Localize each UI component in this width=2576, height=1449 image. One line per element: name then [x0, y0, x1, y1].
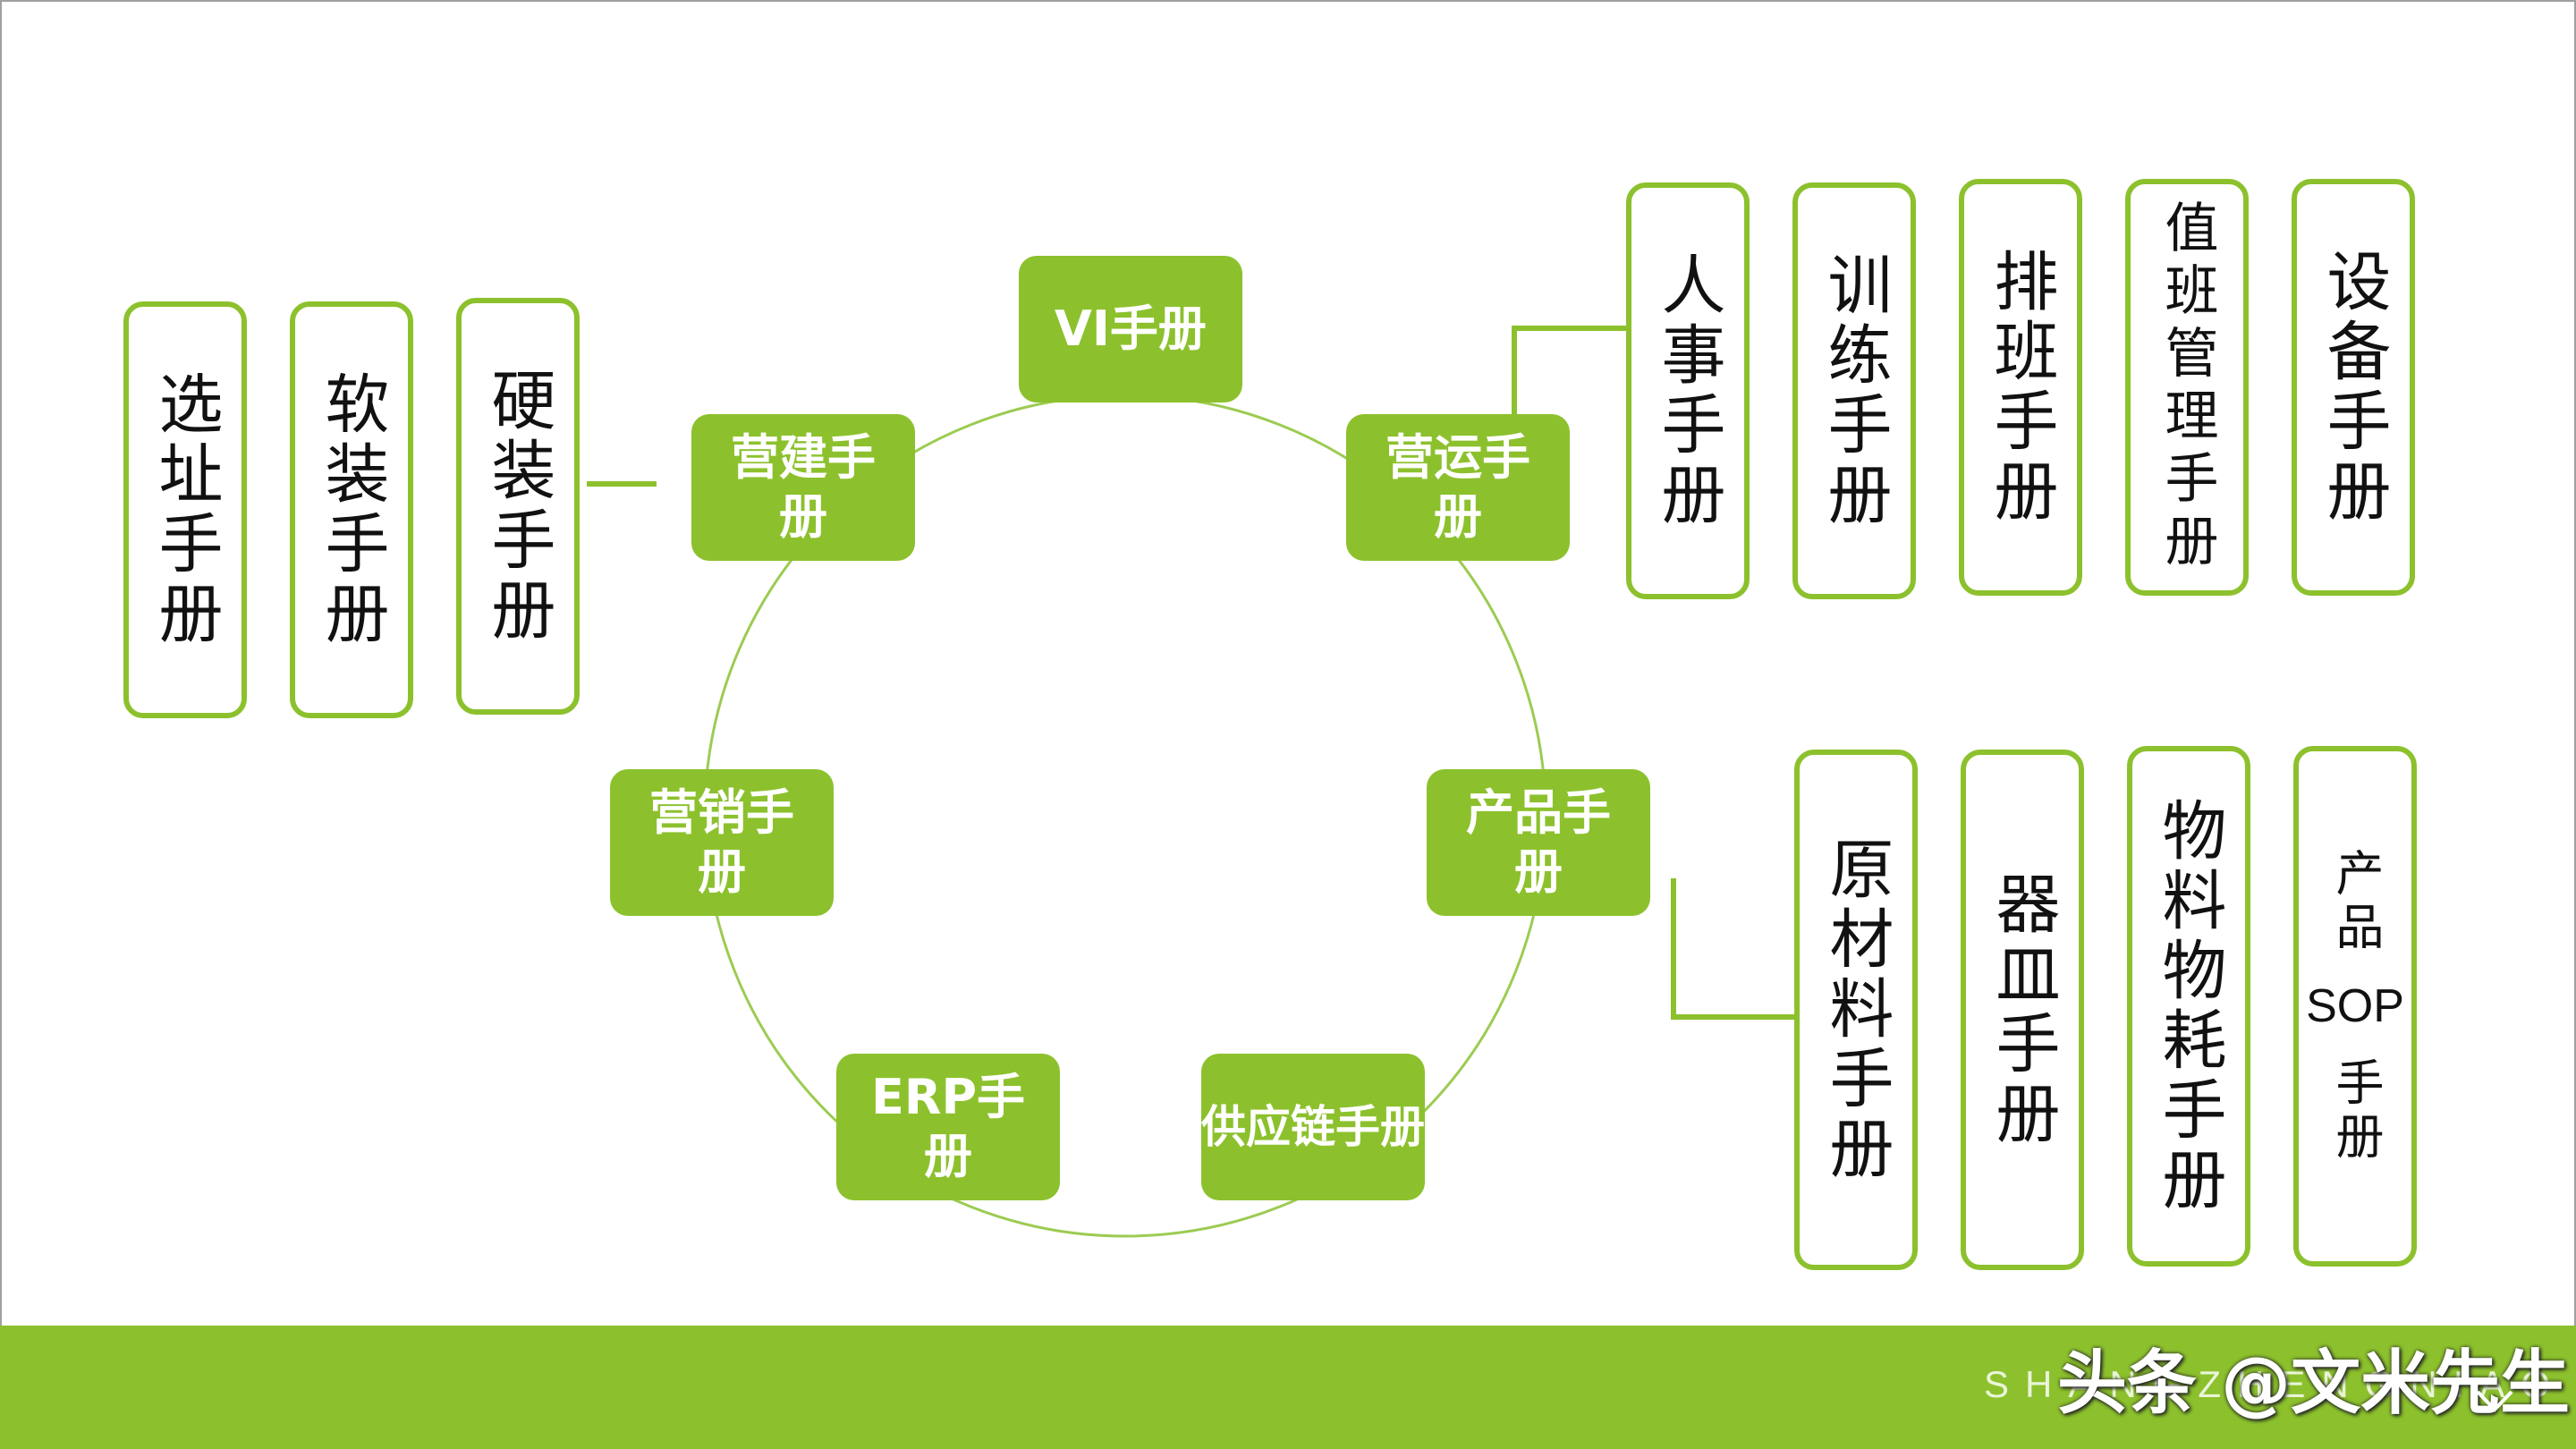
manual-raw-materials: 原材料手册	[1794, 750, 1918, 1270]
manual-supplies-consumption: 物料物耗手册	[2127, 746, 2250, 1267]
manual-utensils: 器皿手册	[1961, 750, 2084, 1270]
node-vi-manual: VI手册	[1019, 256, 1242, 402]
manual-duty-management-label: 值班管理手册	[2156, 199, 2218, 575]
connector-product-v	[1671, 878, 1676, 1020]
manual-supplies-consumption-label: 物料物耗手册	[2151, 797, 2226, 1216]
manual-scheduling: 排班手册	[1959, 179, 2082, 596]
node-marketing-manual: 营销手册	[610, 769, 834, 916]
manual-equipment-label: 设备手册	[2316, 248, 2391, 527]
node-product-manual: 产品手册	[1427, 769, 1650, 916]
manual-product-sop: 产品 SOP 手册	[2293, 746, 2417, 1267]
manual-duty-management: 值班管理手册	[2125, 179, 2249, 596]
manual-soft-decoration: 软装手册	[290, 301, 413, 718]
node-supply-label: 供应链手册	[1201, 1101, 1425, 1153]
node-construction-label: 营建手册	[731, 429, 876, 545]
manual-personnel: 人事手册	[1626, 182, 1750, 599]
connector-product-h	[1671, 1014, 1796, 1020]
manual-raw-materials-label: 原材料手册	[1818, 835, 1894, 1184]
node-product-label: 产品手册	[1466, 784, 1611, 900]
manual-equipment: 设备手册	[2292, 179, 2415, 596]
sop-top-text: 产品	[2326, 848, 2384, 955]
sop-mid-text: SOP	[2306, 980, 2404, 1032]
node-vi-label: VI手册	[1055, 301, 1207, 357]
footer-faint-text: SHANGZHENGNIAO	[1984, 1363, 2567, 1405]
manual-product-sop-label: 产品 SOP 手册	[2306, 848, 2404, 1165]
node-marketing-label: 营销手册	[649, 784, 794, 900]
footer-bar	[0, 1326, 2576, 1449]
manual-hard-decoration: 硬装手册	[456, 298, 580, 715]
manual-soft-decoration-label: 软装手册	[314, 370, 389, 649]
watermark-text: 头条 @文米先生	[2057, 1343, 2571, 1424]
chevron-down-icon	[2476, 1390, 2513, 1412]
node-operation-manual: 营运手册	[1346, 414, 1570, 561]
node-supply-chain-manual: 供应链手册	[1201, 1054, 1425, 1200]
manual-site-selection: 选址手册	[123, 301, 247, 718]
sop-bottom-text: 手册	[2326, 1057, 2384, 1165]
node-erp-manual: ERP手册	[836, 1054, 1060, 1200]
manual-utensils-label: 器皿手册	[1985, 870, 2060, 1149]
manual-personnel-label: 人事手册	[1650, 251, 1725, 530]
connector-operation-v	[1512, 326, 1517, 417]
manual-training: 训练手册	[1792, 182, 1916, 599]
connector-operation-h	[1512, 326, 1628, 331]
manual-site-selection-label: 选址手册	[148, 370, 223, 649]
manual-scheduling-label: 排班手册	[1983, 248, 2058, 527]
node-operation-label: 营运手册	[1385, 429, 1530, 545]
manual-training-label: 训练手册	[1817, 251, 1892, 530]
manual-hard-decoration-label: 硬装手册	[480, 367, 555, 646]
node-construction-manual: 营建手册	[691, 414, 915, 561]
connector-construction	[587, 481, 657, 487]
node-erp-label: ERP手册	[870, 1069, 1026, 1184]
